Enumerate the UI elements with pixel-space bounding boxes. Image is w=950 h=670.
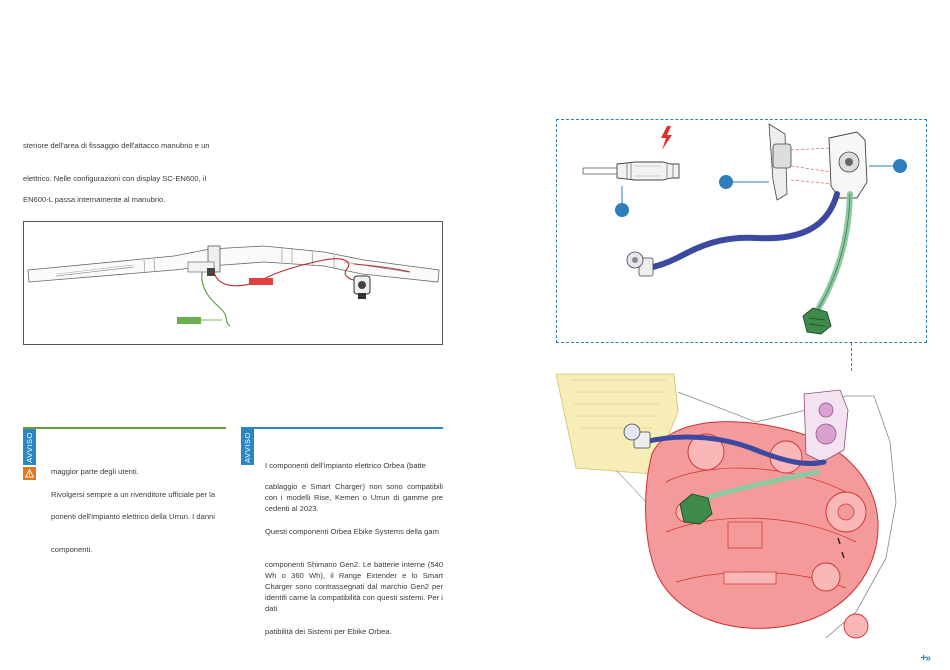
warning-tab-2: AVVISO bbox=[241, 429, 254, 465]
motor-assembly-illustration bbox=[555, 373, 897, 639]
port-plate bbox=[768, 123, 834, 201]
lightning-icon bbox=[661, 126, 672, 150]
warning-triangle-icon bbox=[23, 467, 36, 480]
warning-tab-1: AVVISO bbox=[23, 429, 36, 465]
warning1-para-1: maggior parte degli utenti. bbox=[51, 467, 139, 476]
warning1-para-3: ponenti dell'impianto elettrico della Ur… bbox=[51, 512, 215, 521]
motor-green-connector bbox=[679, 493, 713, 525]
intro-line-1: steriore dell'area di fissaggio dell'att… bbox=[23, 141, 210, 150]
warning2-para-4: componenti Shimano Gen2. Le batterie int… bbox=[265, 560, 443, 613]
blue-connector bbox=[626, 251, 654, 277]
connector-housing bbox=[828, 131, 868, 199]
warning2-para-2: cablaggio e Smart Charger) non sono comp… bbox=[265, 482, 443, 513]
warning-rule-2 bbox=[241, 427, 443, 429]
motor-assembly-figure bbox=[555, 362, 930, 648]
green-connector bbox=[802, 307, 832, 335]
next-page-icon[interactable]: +» bbox=[920, 653, 931, 664]
warning2-para-3: Questi componenti Orbea Ebike Systems de… bbox=[265, 527, 439, 536]
handlebar-illustration bbox=[27, 245, 440, 327]
motor-blue-connector bbox=[623, 423, 651, 449]
connector-detail-illustration bbox=[582, 123, 907, 335]
intro-line-2: elettrico. Nelle configurazioni con disp… bbox=[23, 174, 207, 183]
warning1-para-4: componenti. bbox=[51, 545, 93, 554]
warning-rule-1 bbox=[23, 427, 226, 429]
warning2-para-1: I componenti dell'impianto elettrico Orb… bbox=[265, 461, 427, 470]
warning2-para-5: patibilità dei Sistemi per Ebike Orbea. bbox=[265, 627, 392, 636]
detail-leader-line bbox=[851, 343, 852, 371]
handlebar-figure bbox=[23, 221, 443, 345]
connector-detail-frame bbox=[556, 119, 927, 343]
warning1-para-2: Rivolgersi sempre a un rivenditore uffic… bbox=[51, 490, 216, 499]
intro-line-3: EN600-L passa internamente al manubrio. bbox=[23, 195, 166, 204]
charger-plug bbox=[582, 161, 680, 181]
frame-port bbox=[803, 389, 849, 463]
